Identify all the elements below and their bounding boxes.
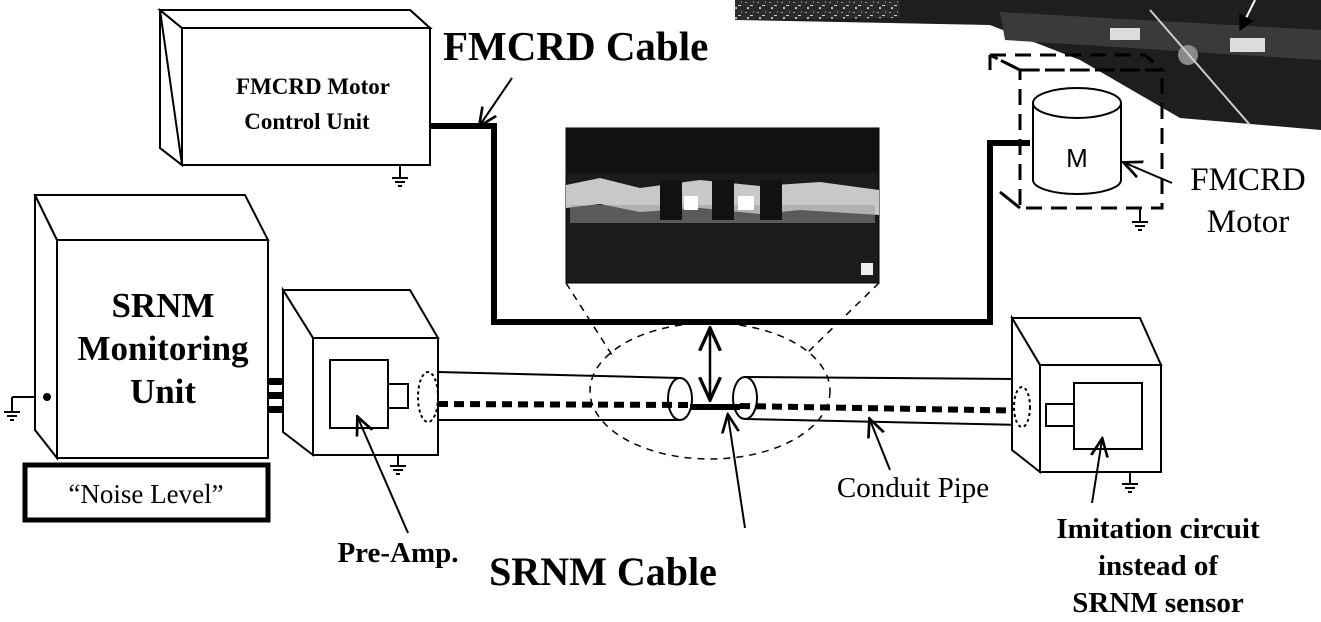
fmcrd-motor-label-1: FMCRD [1190, 162, 1306, 198]
srnm-unit-label-1: SRNM [111, 286, 214, 325]
imitation-label-2: instead of [1098, 550, 1218, 582]
fmcrd-cable-arrow [480, 78, 512, 125]
pre-amp [283, 290, 438, 474]
imitation-label-1: Imitation circuit [1056, 513, 1260, 545]
srnm-monitoring-unit [4, 195, 268, 458]
fmcrd-cable-label: FMCRD Cable [443, 23, 708, 69]
conduit-pipe-right [733, 377, 1020, 425]
control-unit-label-1: FMCRD Motor [236, 74, 390, 99]
imitation-label-3: SRNM sensor [1072, 587, 1244, 619]
zoom-lines [566, 283, 879, 459]
srnm-cable-label: SRNM Cable [489, 549, 717, 594]
srnm-unit-label-3: Unit [130, 372, 196, 411]
fmcrd-motor-label-2: Motor [1207, 204, 1290, 240]
conduit-pipe-arrow [870, 420, 890, 470]
top-right-photo [735, 0, 1321, 130]
control-unit-label-2: Control Unit [244, 109, 370, 134]
center-photo [566, 128, 879, 283]
imitation-circuit-box [1012, 318, 1161, 492]
srnm-unit-label-2: Monitoring [77, 329, 249, 368]
motor-letter: M [1066, 143, 1088, 173]
conduit-pipe-label: Conduit Pipe [837, 472, 989, 504]
conduit-pipe-left [438, 372, 692, 420]
srnm-cable-arrow [728, 416, 745, 528]
noise-level-label: “Noise Level” [68, 479, 223, 509]
fmcrd-motor-arrow [1125, 163, 1172, 183]
pre-amp-label: Pre-Amp. [337, 537, 458, 569]
srnm-cable [438, 404, 1040, 411]
